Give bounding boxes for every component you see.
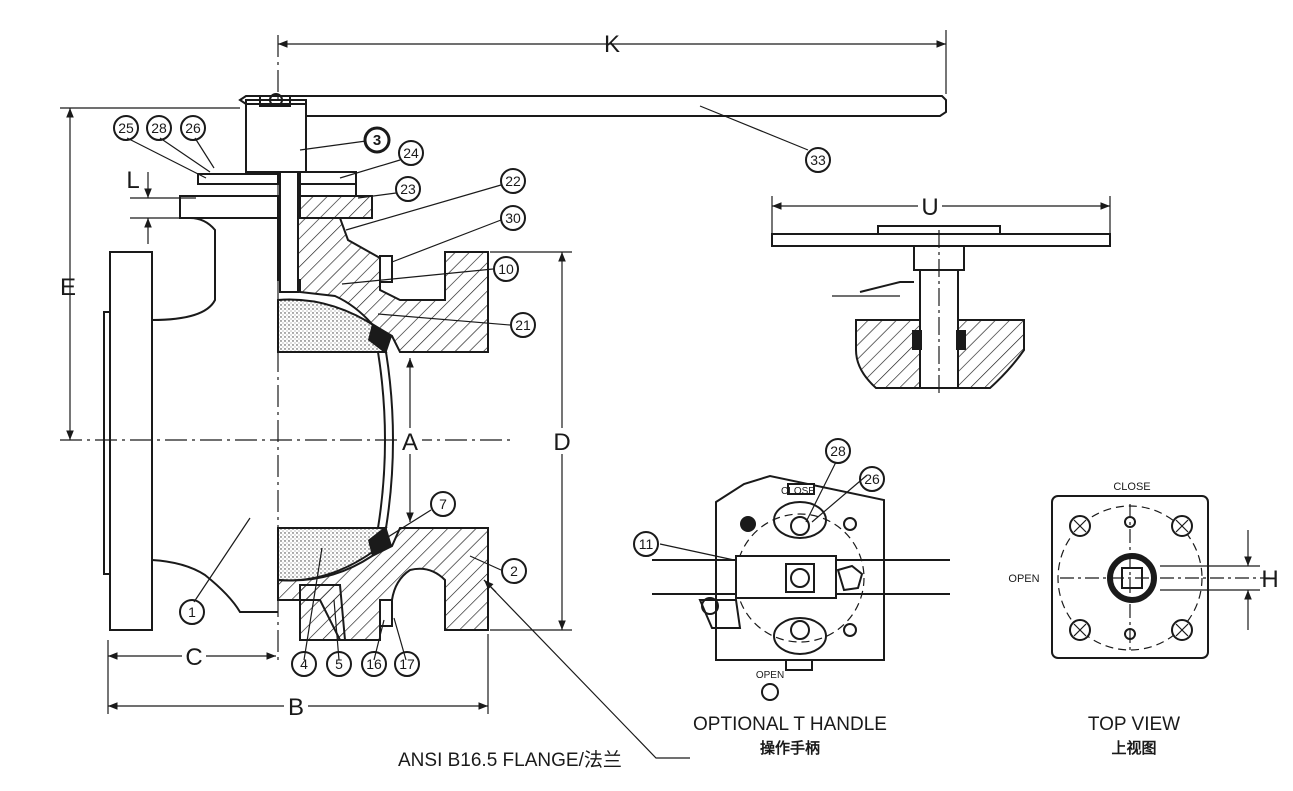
- callout-3: 3: [363, 126, 391, 154]
- svg-text:28: 28: [151, 120, 167, 136]
- callout-5: 5: [326, 651, 352, 677]
- svg-text:26: 26: [185, 120, 201, 136]
- svg-text:24: 24: [403, 145, 419, 161]
- top-view: H CLOSE OPEN TOP VIEW 上视图: [1008, 481, 1278, 757]
- callout-10: 10: [493, 256, 519, 282]
- svg-text:21: 21: [515, 317, 531, 333]
- svg-text:17: 17: [399, 656, 415, 672]
- dim-a-label: A: [402, 429, 418, 456]
- t-handle-open-label: OPEN: [756, 670, 784, 681]
- t-handle-view: CLOSE OPEN 11 28 26 OPTIONAL T HANDLE 操作…: [633, 438, 950, 757]
- callout-23: 23: [395, 176, 421, 202]
- dim-u-label: U: [921, 194, 938, 221]
- callout-26: 26: [180, 115, 206, 141]
- callout-33: 33: [805, 147, 831, 173]
- callout-30: 30: [500, 205, 526, 231]
- svg-text:33: 33: [810, 152, 826, 168]
- callout-25: 25: [113, 115, 139, 141]
- svg-text:7: 7: [439, 496, 447, 512]
- svg-text:23: 23: [400, 181, 416, 197]
- dim-c-label: C: [185, 644, 202, 671]
- callout-4: 4: [291, 651, 317, 677]
- callout-28-t: 28: [825, 438, 851, 464]
- dim-b-label: B: [288, 694, 304, 721]
- svg-text:4: 4: [300, 656, 308, 672]
- svg-text:26: 26: [864, 471, 880, 487]
- top-view-title: TOP VIEW: [1088, 714, 1180, 735]
- callout-16: 16: [361, 651, 387, 677]
- svg-text:25: 25: [118, 120, 134, 136]
- t-handle-title-cn: 操作手柄: [760, 739, 820, 757]
- u-detail-view: U: [771, 194, 1111, 396]
- svg-text:11: 11: [639, 536, 654, 552]
- svg-text:1: 1: [188, 604, 196, 620]
- dim-h-label: H: [1261, 566, 1278, 593]
- callout-21: 21: [510, 312, 536, 338]
- top-view-close-label: CLOSE: [1113, 481, 1150, 493]
- callouts: 25 28 26 3 24 23 22 30 10 21 7 2 1 4 5 1…: [113, 105, 831, 677]
- callout-22: 22: [500, 168, 526, 194]
- callout-7: 7: [430, 491, 456, 517]
- dim-d-label: D: [553, 429, 570, 456]
- svg-text:5: 5: [335, 656, 343, 672]
- top-view-title-cn: 上视图: [1111, 739, 1156, 757]
- svg-text:2: 2: [510, 563, 518, 579]
- flange-note: ANSI B16.5 FLANGE/法兰: [398, 749, 622, 771]
- svg-text:30: 30: [505, 210, 521, 226]
- callout-17: 17: [394, 651, 420, 677]
- svg-text:16: 16: [366, 656, 382, 672]
- top-view-open-label: OPEN: [1008, 573, 1039, 585]
- svg-text:28: 28: [830, 443, 846, 459]
- callout-28: 28: [146, 115, 172, 141]
- dim-l-label: L: [126, 167, 139, 194]
- t-handle-close-label: CLOSE: [781, 486, 815, 497]
- dim-e-label: E: [60, 274, 76, 301]
- callout-2: 2: [501, 558, 527, 584]
- callout-11: 11: [633, 531, 659, 557]
- callout-26-t: 26: [859, 466, 885, 492]
- svg-text:22: 22: [505, 173, 521, 189]
- callout-24: 24: [398, 140, 424, 166]
- dim-k-label: K: [604, 31, 620, 58]
- svg-text:3: 3: [373, 132, 381, 149]
- callout-1: 1: [179, 599, 205, 625]
- t-handle-title: OPTIONAL T HANDLE: [693, 714, 887, 735]
- svg-text:10: 10: [498, 261, 514, 277]
